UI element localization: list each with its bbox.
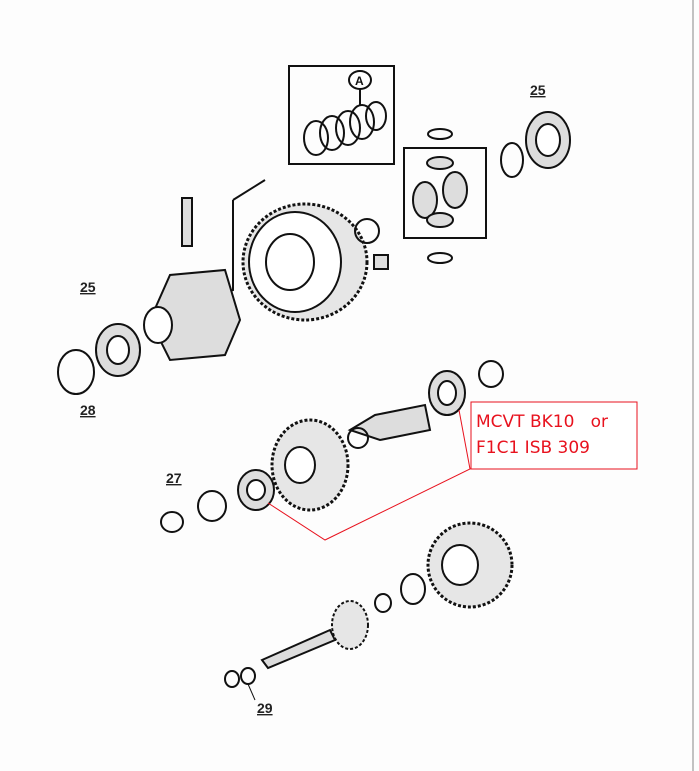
drive-pinion-shaft: [347, 403, 432, 449]
differential-pinion-gears: [403, 147, 487, 239]
bearing-25-right: 25: [525, 82, 571, 169]
annotation-line-2: F1C1 ISB 309: [476, 438, 590, 458]
thrust-washer: [427, 252, 453, 264]
thrust-washer: [427, 128, 453, 140]
input-shaft: [260, 600, 369, 670]
bearing-annotation: MCVT BK10 or F1C1 ISB 309: [267, 401, 638, 541]
final-drive-ring-gear: [241, 202, 369, 322]
primary-gear: [426, 521, 514, 609]
label-25-left: 25: [80, 279, 96, 295]
snap-ring-set: A: [288, 65, 395, 165]
label-29: 29: [257, 700, 273, 716]
annotation-line-1: MCVT BK10 or: [476, 412, 608, 432]
label-27: 27: [166, 470, 182, 486]
bearing-25-left: 25: [80, 279, 141, 377]
washer: [374, 593, 392, 613]
label-28: 28: [80, 402, 96, 418]
nut: [478, 360, 504, 388]
annotation-leader-line: [267, 409, 471, 541]
differential-case: [143, 268, 242, 362]
label-25-top: 25: [530, 82, 546, 98]
nut: [160, 511, 184, 533]
bearing: [400, 573, 426, 605]
shim-28: 28: [57, 349, 96, 418]
callout-a-bubble: [348, 70, 372, 90]
annotation-box: [470, 401, 638, 470]
shim-ring: [500, 142, 524, 178]
snap-ring-29: 29: [224, 667, 273, 716]
washer: [354, 218, 380, 244]
driven-gear: [270, 418, 350, 512]
snap-ring-27: 27: [166, 470, 227, 522]
callout-a-label: A: [355, 74, 364, 88]
bolt: [373, 254, 389, 270]
